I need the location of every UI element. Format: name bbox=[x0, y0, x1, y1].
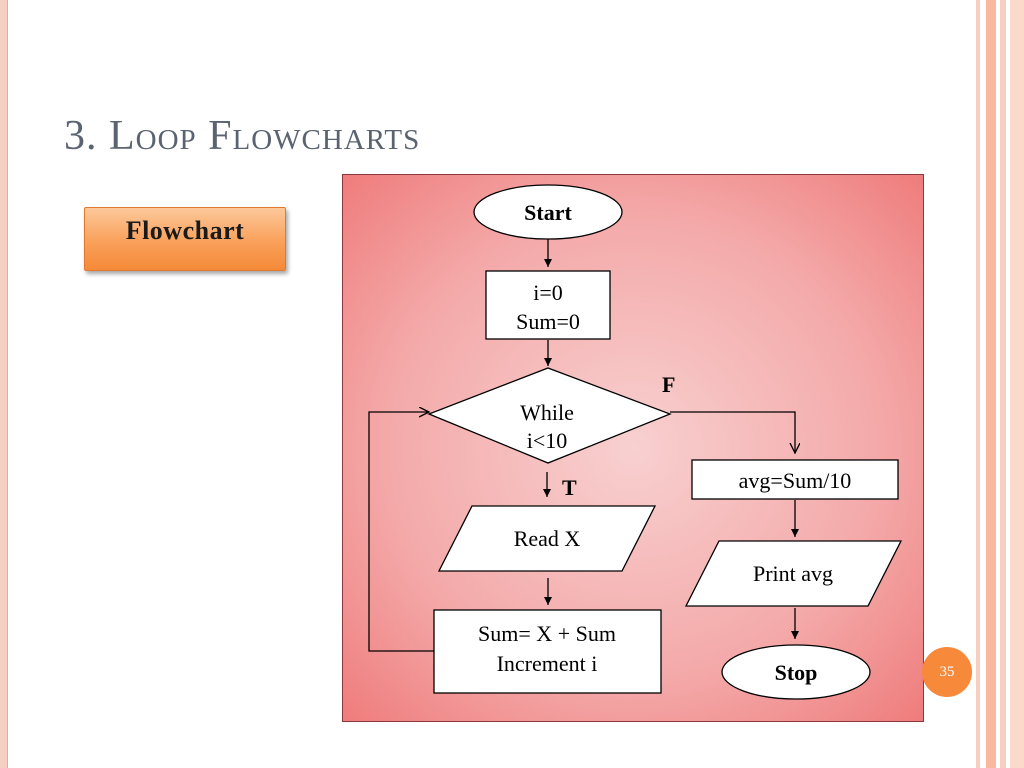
print-label: Print avg bbox=[753, 561, 833, 586]
decision-node: While i<10 bbox=[427, 367, 672, 464]
process-line1: Sum= X + Sum bbox=[478, 621, 616, 646]
decision-line1: While bbox=[520, 400, 574, 425]
process-node: Sum= X + Sum Increment i bbox=[433, 609, 662, 694]
avg-node: avg=Sum/10 bbox=[691, 459, 899, 500]
decision-line2: i<10 bbox=[527, 428, 568, 453]
flowchart-diagram: Start i=0 Sum=0 While i<10 F T Read X Su… bbox=[342, 174, 924, 722]
read-node: Read X bbox=[437, 505, 657, 572]
left-decorative-border bbox=[0, 0, 8, 768]
true-branch-label: T bbox=[562, 475, 577, 500]
read-label: Read X bbox=[514, 526, 581, 551]
start-label: Start bbox=[524, 200, 572, 225]
flowchart-canvas: Start i=0 Sum=0 While i<10 F T Read X Su… bbox=[368, 184, 903, 700]
process-line2: Increment i bbox=[497, 651, 598, 676]
page-number-badge: 35 bbox=[922, 647, 972, 697]
stop-label: Stop bbox=[775, 660, 818, 685]
flowchart-button[interactable]: Flowchart bbox=[84, 207, 286, 271]
arrow-decision-false bbox=[670, 411, 795, 453]
init-line1: i=0 bbox=[533, 280, 563, 305]
stop-node: Stop bbox=[721, 644, 871, 700]
slide-title: 3. Loop Flowcharts bbox=[64, 113, 421, 159]
false-branch-label: F bbox=[662, 372, 675, 397]
print-node: Print avg bbox=[684, 540, 903, 607]
right-decorative-stripes bbox=[976, 0, 1024, 768]
avg-label: avg=Sum/10 bbox=[739, 468, 852, 493]
init-line2: Sum=0 bbox=[516, 309, 580, 334]
connectors bbox=[368, 239, 795, 652]
loop-back-arrow bbox=[368, 412, 434, 652]
start-node: Start bbox=[473, 184, 623, 240]
init-node: i=0 Sum=0 bbox=[485, 270, 611, 340]
